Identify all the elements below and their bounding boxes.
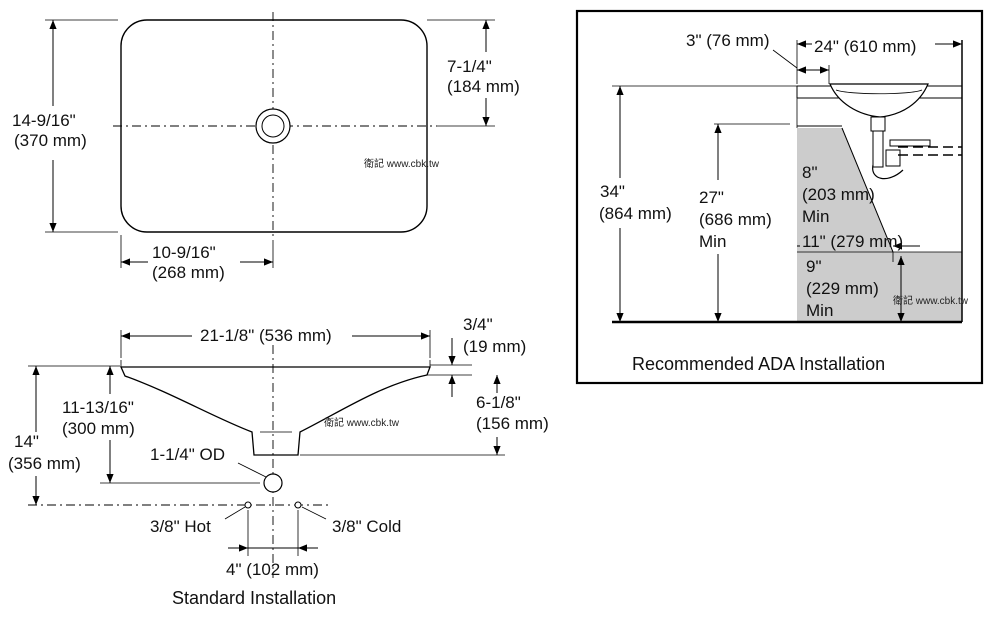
drain-height-in-label: 11-13/16": [62, 398, 134, 417]
toe-height-mm-label: (229 mm): [806, 279, 879, 298]
standard-installation-caption: Standard Installation: [172, 588, 336, 608]
height-mm-label: (864 mm): [599, 204, 672, 223]
bowl-depth-mm-label: (156 mm): [476, 414, 549, 433]
watermark-standard: 衛記 www.cbk.tw: [324, 416, 400, 429]
half-depth-in-label: 7-1/4": [447, 57, 492, 76]
drain-height-mm-label: (300 mm): [62, 419, 135, 438]
basin-profile: [119, 366, 431, 456]
length-mm-label: (370 mm): [14, 131, 87, 150]
knee-depth-label: 11" (279 mm): [802, 232, 903, 251]
hot-supply-circle: [244, 501, 252, 509]
bowl-depth-in-label: 6-1/8": [476, 393, 521, 412]
drain-od-label: 1-1/4" OD: [150, 445, 225, 464]
depth-label: 24" (610 mm): [814, 37, 916, 56]
cold-supply-circle: [294, 501, 302, 509]
wall-offset-label: 3" (76 mm): [686, 31, 770, 50]
top-view: 14-9/16" (370 mm) 7-1/4" (184 mm) 10-9/1…: [12, 12, 520, 282]
ada-installation-view: 3" (76 mm) 24" (610 mm) 34" (864 mm) 27"…: [575, 9, 984, 385]
toe-height-in-label: 9": [806, 257, 822, 276]
ada-installation-caption: Recommended ADA Installation: [632, 354, 885, 374]
toe-depth-mm-label: (203 mm): [802, 185, 875, 204]
knee-min-label: Min: [699, 232, 726, 251]
half-depth-mm-label: (184 mm): [447, 77, 520, 96]
half-width-mm-label: (268 mm): [152, 263, 225, 282]
knee-in-label: 27": [699, 188, 724, 207]
toe-depth-min-label: Min: [802, 207, 829, 226]
standard-installation-view: 21-1/8" (536 mm) 3/4" (19 mm) 6-1/8" (15…: [8, 315, 549, 608]
watermark-ada: 衛記 www.cbk.tw: [893, 294, 969, 307]
knee-mm-label: (686 mm): [699, 210, 772, 229]
rim-in-label: 3/4": [463, 315, 493, 334]
drain-od-circle: [263, 473, 283, 493]
supply-spacing-label: 4" (102 mm): [226, 560, 319, 579]
hot-supply-label: 3/8" Hot: [150, 517, 211, 536]
rim-mm-label: (19 mm): [463, 337, 526, 356]
total-height-mm-label: (356 mm): [8, 454, 81, 473]
watermark-top: 衛記 www.cbk.tw: [364, 157, 440, 170]
drain-inner: [261, 114, 285, 138]
clearance-zone: [797, 128, 962, 322]
height-in-label: 34": [600, 182, 625, 201]
ada-frame: [575, 9, 984, 385]
half-width-in-label: 10-9/16": [152, 243, 216, 262]
cold-supply-label: 3/8" Cold: [332, 517, 401, 536]
total-height-in-label: 14": [14, 432, 39, 451]
length-in-label: 14-9/16": [12, 111, 76, 130]
overall-width-label: 21-1/8" (536 mm): [200, 326, 332, 345]
toe-height-min-label: Min: [806, 301, 833, 320]
toe-depth-in-label: 8": [802, 163, 818, 182]
ada-basin: [829, 83, 929, 118]
